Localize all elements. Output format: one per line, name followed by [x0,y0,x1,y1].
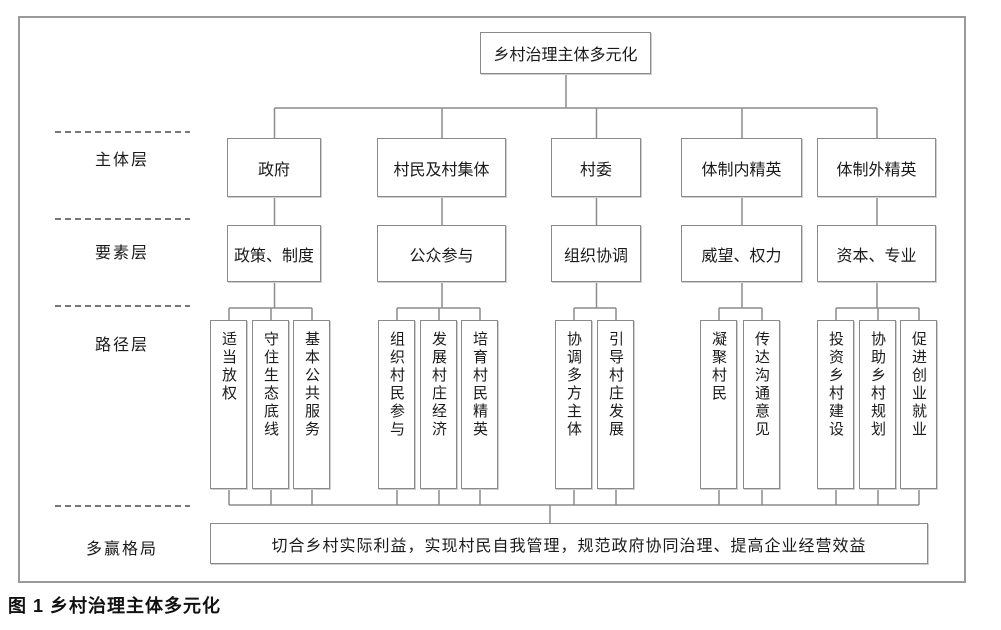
path-box-label: 守住生态底线 [262,331,279,439]
layer-label-element: 要素层 [94,245,149,262]
layer-divider-2 [55,218,190,220]
path-box-label: 协调多方主体 [565,331,582,439]
path-box-label: 促进创业就业 [910,331,927,439]
subject-box-inside-elite: 体制内精英 [681,138,802,197]
path-box: 引导村庄发展 [597,320,634,489]
path-box: 培育村民精英 [461,320,498,489]
path-box: 投资乡村建设 [817,320,854,489]
layer-label-subject: 主体层 [94,152,149,169]
element-box-coordination: 组织协调 [551,225,641,282]
path-box: 协调多方主体 [555,320,592,489]
figure-caption: 图 1 乡村治理主体多元化 [8,596,222,616]
path-box-label: 传达沟通意见 [753,331,770,439]
path-box: 基本公共服务 [293,320,330,489]
diagram-border [18,16,966,583]
path-box-label: 凝聚村民 [710,331,727,403]
path-box-label: 引导村庄发展 [607,331,624,439]
outcome-box: 切合乡村实际利益，实现村民自我管理，规范政府协同治理、提高企业经营效益 [210,523,928,564]
path-box-label: 投资乡村建设 [827,331,844,439]
path-box-label: 适当放权 [220,331,237,403]
layer-divider-4 [55,505,190,507]
layer-label-outcome: 多赢格局 [85,541,158,558]
path-box-label: 协助乡村规划 [869,331,886,439]
path-box: 凝聚村民 [700,320,737,489]
path-box-label: 发展村庄经济 [430,331,447,439]
path-box: 发展村庄经济 [420,320,457,489]
path-box-label: 培育村民精英 [471,331,488,439]
element-box-capital: 资本、专业 [817,225,936,282]
path-box: 适当放权 [210,320,247,489]
subject-box-committee: 村委 [551,138,641,197]
element-box-prestige: 威望、权力 [681,225,802,282]
path-box: 促进创业就业 [900,320,937,489]
layer-divider-1 [55,131,190,133]
element-box-policy: 政策、制度 [227,225,321,282]
path-box: 协助乡村规划 [859,320,896,489]
path-box: 组织村民参与 [378,320,415,489]
subject-box-outside-elite: 体制外精英 [817,138,936,197]
path-box-label: 组织村民参与 [388,331,405,439]
subject-box-villagers: 村民及村集体 [377,138,506,197]
path-box: 传达沟通意见 [743,320,780,489]
element-box-participation: 公众参与 [377,225,506,282]
path-box-label: 基本公共服务 [303,331,320,439]
root-box: 乡村治理主体多元化 [480,32,651,74]
layer-label-path: 路径层 [94,337,149,354]
layer-divider-3 [55,305,190,307]
path-box: 守住生态底线 [252,320,289,489]
subject-box-government: 政府 [227,138,321,197]
